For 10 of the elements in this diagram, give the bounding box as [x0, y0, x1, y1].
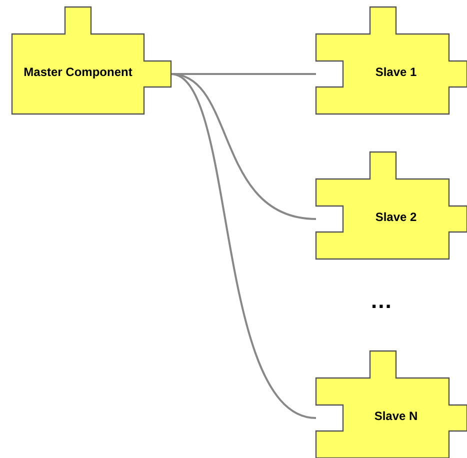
- slave-puzzle-piece: [316, 7, 467, 114]
- slave-puzzle-piece: [316, 351, 467, 458]
- ellipsis-label: ...: [371, 288, 392, 314]
- piece-label: Master Component: [22, 64, 134, 80]
- master-puzzle-piece: [12, 7, 171, 114]
- piece-label: Slave N: [373, 408, 419, 424]
- slave-puzzle-piece: [316, 152, 467, 259]
- piece-label: Slave 2: [374, 210, 418, 224]
- piece-label: Slave 1: [374, 64, 418, 80]
- connector-line: [170, 73, 316, 419]
